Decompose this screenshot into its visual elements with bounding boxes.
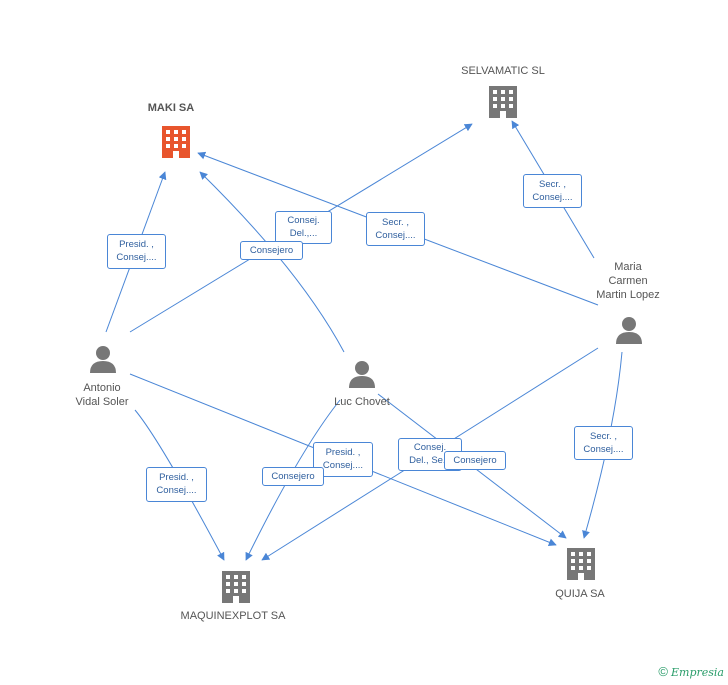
edge-label-luc-selvamatic[interactable]: Consej. Del.,...	[275, 211, 332, 244]
edge-label-maria-maki[interactable]: Secr. , Consej....	[366, 212, 425, 246]
footer-brand[interactable]: ©Empresia	[658, 664, 724, 679]
edge-label-luc-maki[interactable]: Consejero	[240, 241, 303, 260]
edge-luc-maki	[199, 171, 345, 353]
antonio-person-icon[interactable]	[90, 346, 116, 373]
edge-label-antonio-maquinexplot[interactable]: Presid. , Consej....	[146, 467, 207, 502]
node-label-luc[interactable]: Luc Chovet	[334, 396, 390, 408]
copyright-icon: ©	[658, 664, 668, 679]
maki-building-icon[interactable]	[162, 126, 190, 158]
node-label-maki[interactable]: MAKI SA	[147, 102, 195, 114]
edge-label-antonio-maki[interactable]: Presid. , Consej....	[107, 234, 166, 269]
edge-label-antonio-quija[interactable]: Presid. , Consej....	[313, 442, 373, 477]
edge-luc-maquinexplot	[245, 399, 341, 561]
node-label-antonio[interactable]: Antonio Vidal Soler	[75, 382, 129, 408]
edge-label-maria-selvamatic[interactable]: Secr. , Consej....	[523, 174, 582, 208]
node-label-selvamatic[interactable]: SELVAMATIC SL	[461, 65, 545, 77]
node-label-maria[interactable]: Maria Carmen Martin Lopez	[596, 261, 660, 301]
edge-antonio-maquinexplot	[134, 409, 225, 561]
edge-label-maria-quija[interactable]: Secr. , Consej....	[574, 426, 633, 460]
quija-building-icon[interactable]	[567, 548, 595, 580]
node-label-quija[interactable]: QUIJA SA	[555, 588, 605, 600]
maria-person-icon[interactable]	[616, 317, 642, 344]
edge-label-luc-maquinexplot[interactable]: Consejero	[262, 467, 324, 486]
luc-person-icon[interactable]	[349, 361, 375, 388]
edge-label-maria-maquinexplot[interactable]: Consejero	[444, 451, 506, 470]
node-label-maquinexplot[interactable]: MAQUINEXPLOT SA	[180, 610, 286, 622]
maquinexplot-building-icon[interactable]	[222, 571, 250, 603]
selvamatic-building-icon[interactable]	[489, 86, 517, 118]
brand-name: Empresia	[671, 666, 724, 679]
